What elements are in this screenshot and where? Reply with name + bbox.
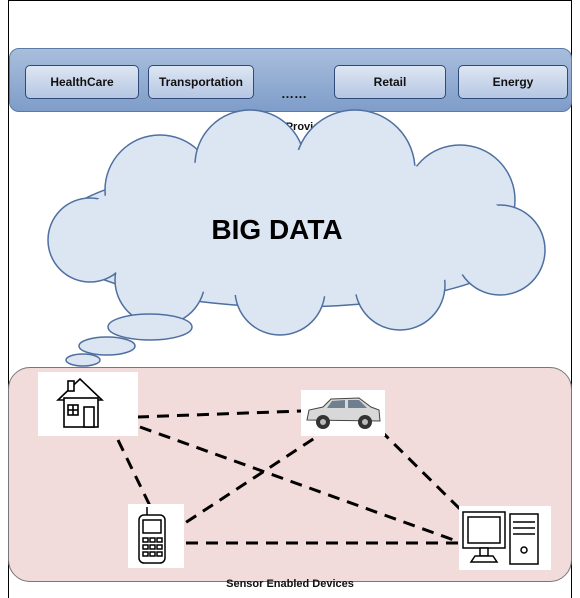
house-node <box>38 372 138 436</box>
link-house-computer <box>139 425 463 545</box>
big-data-label: BIG DATA <box>211 214 343 245</box>
mobile-phone-icon <box>138 507 166 564</box>
computer-node <box>459 506 551 570</box>
link-house-phone <box>116 439 154 511</box>
desktop-computer-icon <box>462 511 539 565</box>
car-node <box>301 390 385 436</box>
provider-energy: Energy <box>458 65 568 99</box>
provider-retail: Retail <box>334 65 446 99</box>
thought-bubble-large <box>107 313 193 341</box>
car-icon <box>306 397 381 429</box>
provider-transportation: Transportation <box>148 65 254 99</box>
provider-ellipsis: …… <box>281 86 307 101</box>
thought-bubble-medium <box>78 336 136 356</box>
phone-node <box>128 504 184 568</box>
provider-healthcare: HealthCare <box>25 65 139 99</box>
link-house-car <box>136 409 303 419</box>
house-icon <box>56 377 104 428</box>
link-car-computer <box>378 428 466 515</box>
diagram-frame <box>8 0 572 598</box>
link-car-phone <box>184 426 331 525</box>
sensor-devices-caption: Sensor Enabled Devices <box>226 578 354 590</box>
thought-bubble-small <box>65 353 101 367</box>
